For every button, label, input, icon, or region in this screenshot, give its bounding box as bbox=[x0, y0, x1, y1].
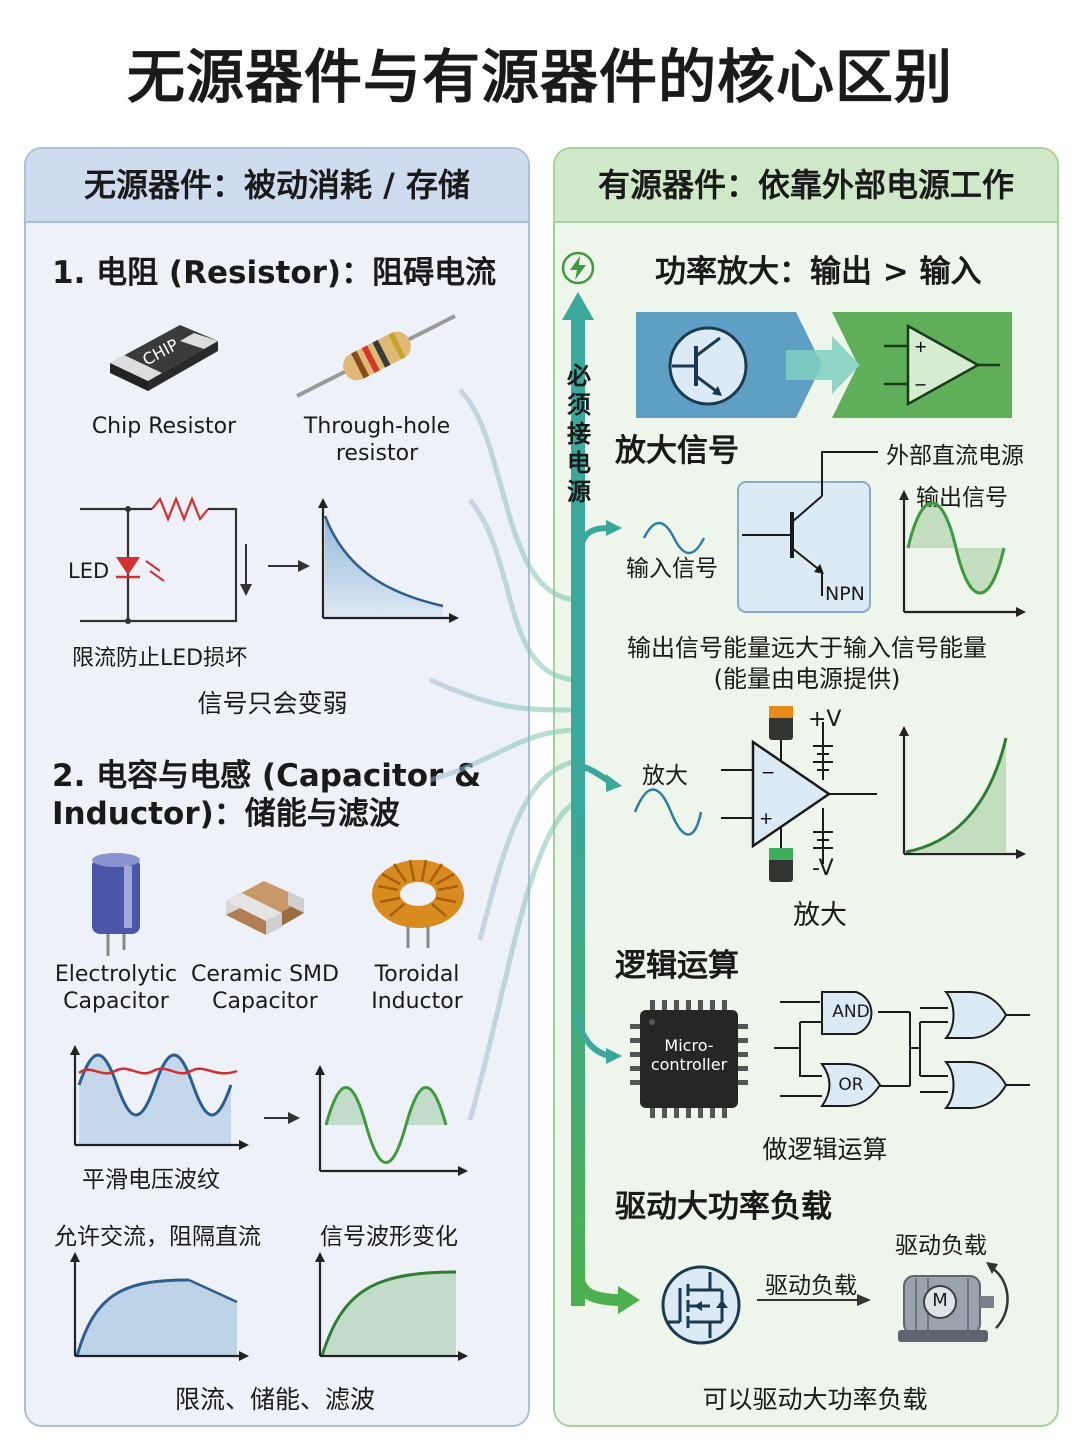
passive-panel: 无源器件：被动消耗 / 存储 bbox=[24, 147, 530, 1427]
negative-supply-label: -V bbox=[812, 856, 834, 881]
through-hole-resistor-image bbox=[296, 314, 456, 398]
energy-flow-curves bbox=[429, 388, 582, 1121]
ripple-arrow bbox=[264, 1112, 300, 1124]
drive-arrow bbox=[757, 1294, 871, 1306]
ceramic-label-2: Capacitor bbox=[212, 989, 318, 1014]
and-gate-label: AND bbox=[832, 1002, 870, 1022]
charge-discharge-graph bbox=[70, 1252, 249, 1361]
output-signal-label: 输出信号 bbox=[916, 485, 1008, 511]
power-supply-arrow bbox=[562, 292, 640, 1314]
drive-caption: 可以驱动大功率负载 bbox=[702, 1385, 928, 1414]
mcu-label-2: controller bbox=[650, 1055, 728, 1074]
logic-heading: 逻辑运算 bbox=[615, 948, 739, 984]
positive-supply-label: +V bbox=[808, 707, 842, 732]
active-header: 有源器件：依靠外部电源工作 bbox=[555, 149, 1057, 223]
amp-heading: 放大信号 bbox=[615, 433, 739, 469]
led-label: LED bbox=[68, 559, 110, 583]
chip-resistor-image: CHIP bbox=[110, 325, 218, 391]
capacitor-heading-1: 2. 电容与电感 (Capacitor & bbox=[52, 758, 482, 794]
lightning-icon bbox=[561, 251, 595, 285]
svg-text:+: + bbox=[914, 337, 927, 356]
output-wave-graph bbox=[899, 490, 1026, 617]
npn-amplifier-circuit bbox=[642, 451, 878, 613]
external-supply-label: 外部直流电源 bbox=[886, 443, 1024, 469]
capacitor-heading-2: Inductor)：储能与滤波 bbox=[52, 796, 400, 832]
drive-load-label-top: 驱动负载 bbox=[895, 1233, 987, 1259]
ceramic-label-1: Ceramic SMD bbox=[191, 962, 339, 987]
toroidal-label-1: Toroidal bbox=[374, 962, 460, 987]
amplify-label-bottom: 放大 bbox=[793, 900, 847, 931]
electrolytic-label-1: Electrolytic bbox=[54, 962, 178, 987]
drive-heading: 驱动大功率负载 bbox=[615, 1189, 832, 1225]
ceramic-smd-capacitor-image bbox=[226, 881, 304, 935]
npn-label: NPN bbox=[825, 583, 865, 605]
decay-graph bbox=[318, 498, 459, 623]
ripple-caption: 平滑电压波纹 bbox=[82, 1167, 220, 1193]
growth-graph bbox=[899, 726, 1026, 859]
svg-text:+: + bbox=[759, 809, 773, 829]
waveform-caption: 信号波形变化 bbox=[320, 1224, 458, 1250]
energy-note-2: (能量由电源提供) bbox=[713, 665, 901, 693]
motor-label: M bbox=[932, 1290, 948, 1311]
toroidal-inductor-image bbox=[372, 859, 464, 948]
through-hole-label-2: resistor bbox=[335, 441, 419, 466]
current-arrows bbox=[240, 544, 310, 596]
motor-image bbox=[898, 1262, 1009, 1342]
resistor-summary: 信号只会变弱 bbox=[197, 689, 348, 718]
led-limit-circuit bbox=[80, 496, 238, 624]
toroidal-label-2: Inductor bbox=[371, 989, 463, 1014]
passive-header: 无源器件：被动消耗 / 存储 bbox=[26, 149, 528, 223]
electrolytic-capacitor-image bbox=[92, 853, 140, 956]
power-heading: 功率放大：输出 > 输入 bbox=[655, 254, 982, 290]
must-power-label: 必须接电源 bbox=[567, 362, 591, 506]
microcontroller-chip bbox=[630, 1000, 748, 1118]
amplifier-banner: + − bbox=[636, 312, 1012, 418]
led-circuit-caption: 限流防止LED损坏 bbox=[72, 646, 248, 671]
input-signal-label: 输入信号 bbox=[626, 556, 718, 582]
ac-dc-caption: 允许交流，阻隔直流 bbox=[54, 1224, 261, 1250]
mosfet-symbol bbox=[661, 1265, 741, 1345]
logic-gates bbox=[774, 991, 1030, 1109]
energy-note-1: 输出信号能量远大于输入信号能量 bbox=[627, 634, 987, 662]
electrolytic-label-2: Capacitor bbox=[63, 989, 169, 1014]
or-gate-label: OR bbox=[838, 1075, 864, 1095]
chip-resistor-label: Chip Resistor bbox=[91, 414, 237, 439]
drive-load-label-arrow: 驱动负载 bbox=[765, 1273, 857, 1299]
through-hole-label-1: Through-hole bbox=[303, 414, 451, 439]
svg-text:−: − bbox=[761, 763, 775, 783]
charging-curve-graph bbox=[315, 1252, 468, 1361]
resistor-heading: 1. 电阻 (Resistor)：阻碍电流 bbox=[52, 255, 497, 291]
smooth-wave-graph bbox=[315, 1065, 468, 1176]
opamp-circuit: − + bbox=[633, 706, 877, 882]
mcu-label-1: Micro- bbox=[664, 1036, 714, 1055]
logic-caption: 做逻辑运算 bbox=[762, 1135, 888, 1164]
ripple-graph bbox=[70, 1045, 249, 1150]
page-title: 无源器件与有源器件的核心区别 bbox=[126, 43, 953, 111]
capacitor-summary: 限流、储能、滤波 bbox=[174, 1385, 375, 1414]
amplify-label-left: 放大 bbox=[642, 763, 688, 789]
svg-text:−: − bbox=[914, 375, 927, 394]
